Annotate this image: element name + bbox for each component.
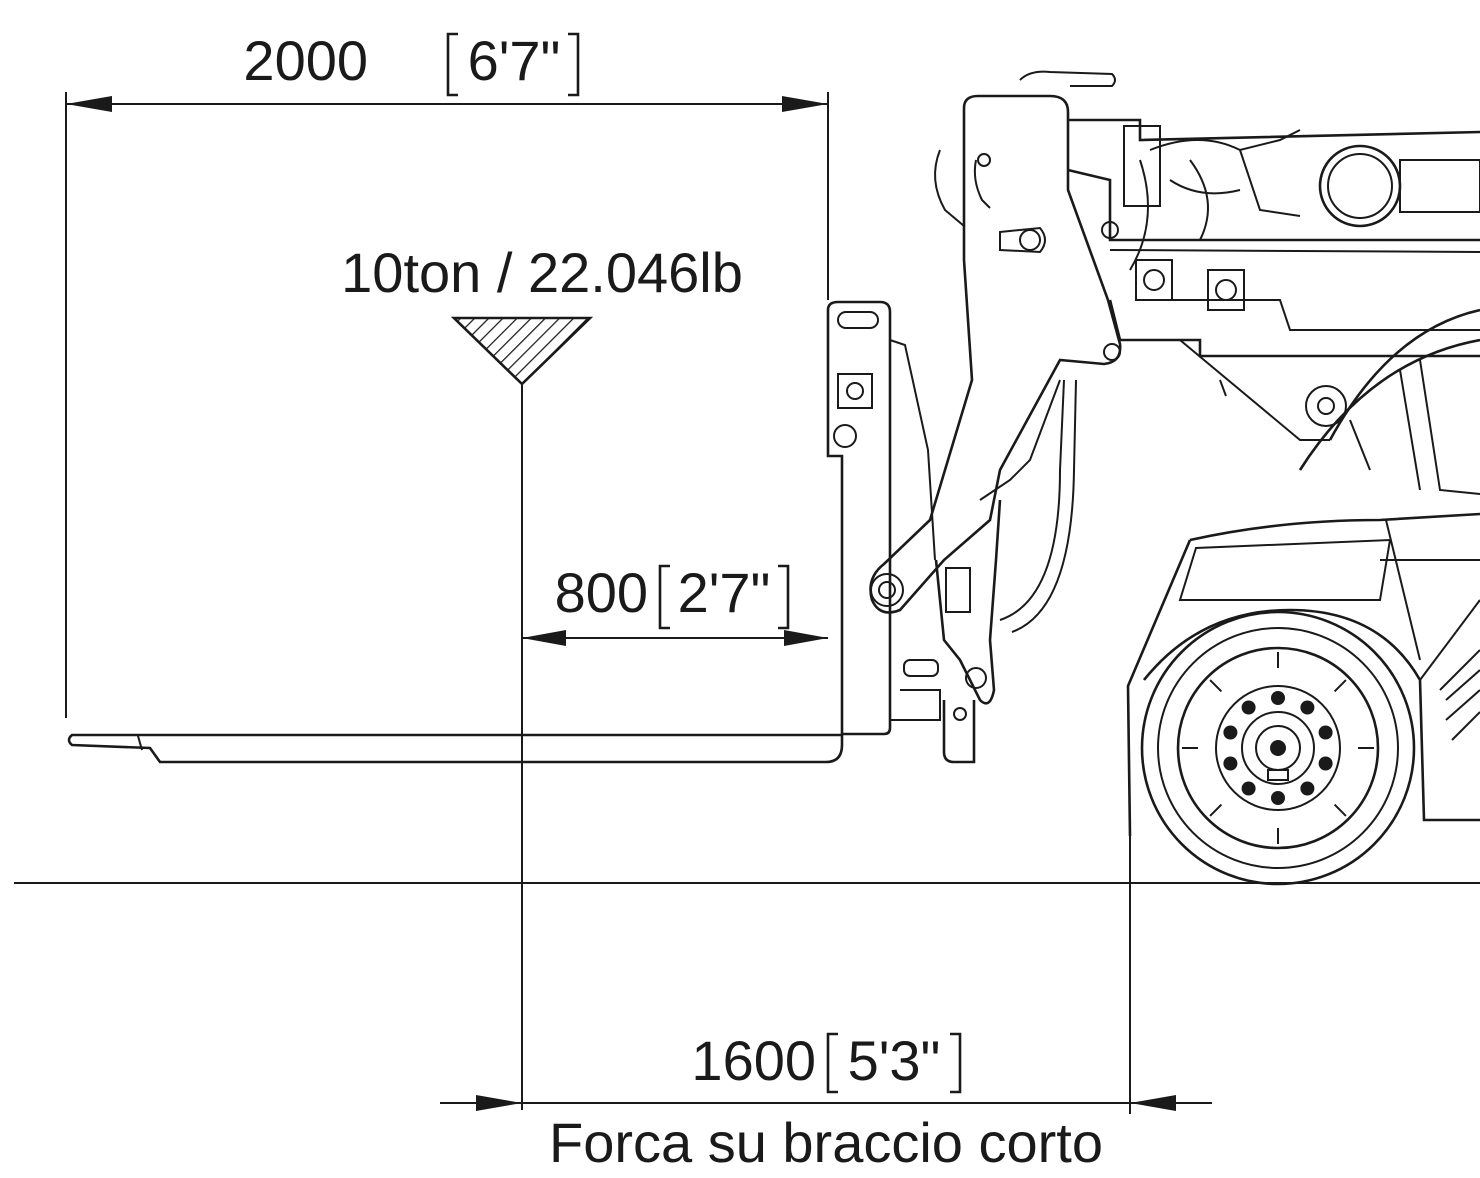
fork-length-value: 2000	[243, 29, 368, 92]
load-label: 10ton / 22.046lb	[341, 241, 743, 304]
load-distance-value: 1600	[691, 1029, 816, 1092]
wheel-rim-ticks	[1182, 652, 1374, 844]
machine-cab	[1178, 308, 1480, 661]
wheel	[1140, 610, 1416, 886]
wheel-lug-nuts	[1223, 691, 1333, 805]
load-center-imperial: 2'7"	[678, 561, 771, 624]
lug-nut	[1223, 756, 1238, 771]
hatched-triangle-icon	[450, 316, 594, 386]
lug-nut	[1223, 725, 1238, 740]
lug-nut	[1271, 691, 1285, 705]
lug-nut	[1318, 725, 1333, 740]
wheel-fender	[1126, 539, 1480, 837]
rim-tick	[1209, 803, 1223, 817]
lug-nut	[1241, 781, 1256, 796]
load-center-value: 800	[555, 561, 648, 624]
fork-length-dimension: 2000 6'7"	[65, 29, 829, 718]
load-distance-imperial: 5'3"	[848, 1029, 941, 1092]
lift-cylinder	[934, 379, 1077, 705]
lug-nut	[1318, 756, 1333, 771]
load-center-dimension: 800 2'7"	[522, 561, 828, 646]
machine-chassis	[1067, 118, 1480, 441]
rim-tick	[1333, 803, 1347, 817]
lug-nut	[1300, 700, 1315, 715]
lug-nut	[1300, 781, 1315, 796]
boom-arm	[869, 70, 1122, 614]
fork-blade	[67, 733, 844, 764]
fork-carriage	[826, 300, 976, 764]
load-distance-dimension: 1600 5'3"	[440, 836, 1212, 1114]
rim-tick	[1333, 679, 1347, 693]
rim-tick	[1209, 679, 1223, 693]
fork-length-imperial: 6'7"	[468, 29, 561, 92]
lug-nut	[1241, 700, 1256, 715]
caption: Forca su braccio corto	[549, 1111, 1103, 1174]
lug-nut	[1271, 791, 1285, 805]
